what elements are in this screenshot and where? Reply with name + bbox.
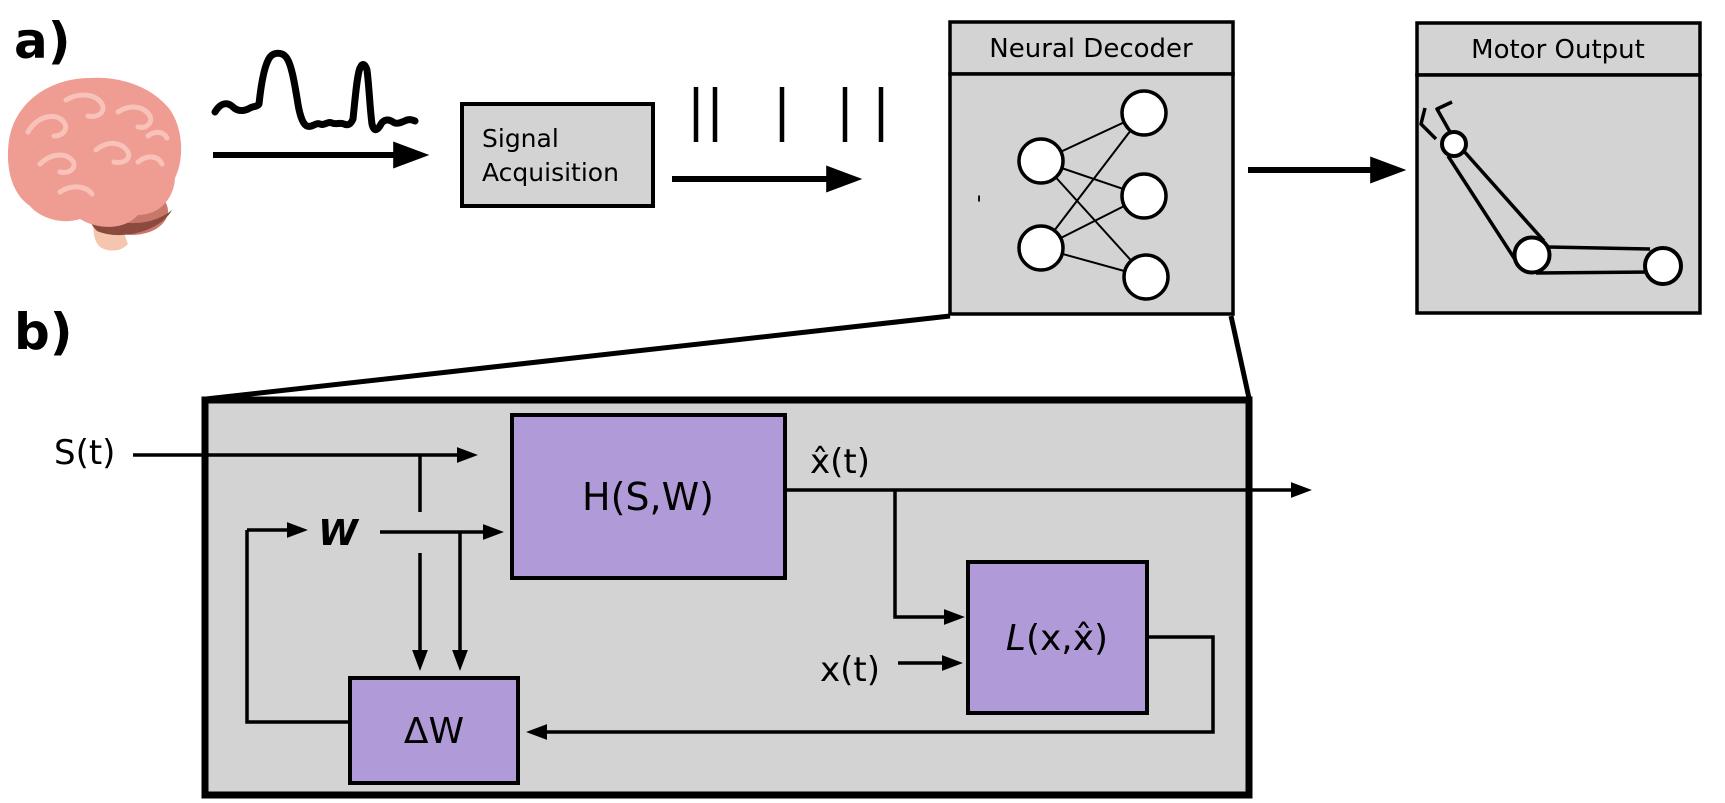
panel-b: b) S(t) W H(S,W) x̂(t) x(t) L(x,x̂) (14, 303, 1312, 799)
robotic-arm-joints (1440, 130, 1683, 286)
neural-input-label: S(t) (54, 433, 115, 473)
weight-update-label: ΔW (404, 711, 464, 752)
decoder-function-label: H(S,W) (582, 475, 714, 519)
ground-truth-label: x(t) (820, 650, 880, 690)
weights-label: W (318, 513, 360, 554)
neural-decoder-body (948, 72, 1235, 316)
loss-block (966, 560, 1149, 715)
neural-signal-waveform (211, 49, 419, 134)
panel-a-label: a) (14, 12, 71, 70)
motor-output-title: Motor Output (1471, 35, 1645, 65)
robotic-arm-icon (1419, 100, 1683, 286)
expansion-line-right (1228, 315, 1252, 399)
brain-gyri-lines (25, 92, 170, 197)
signal-acquisition-box (460, 102, 655, 208)
brain-icon (7, 77, 182, 251)
signal-acquisition-label-line1: Signal (482, 124, 559, 153)
robotic-arm-links (1419, 100, 1657, 275)
signal-acquisition-label-line2: Acquisition (482, 158, 619, 187)
stray-mark: ' (976, 193, 982, 218)
panel-a: a) Signal Acquisition (7, 12, 1702, 316)
motor-output-title-bar (1415, 21, 1702, 77)
decoder-function-block (510, 413, 787, 580)
weight-update-block (348, 676, 520, 785)
panel-b-label: b) (14, 303, 73, 361)
expansion-line-left (205, 313, 951, 402)
spike-train-icon (693, 87, 884, 142)
neural-network-icon: ' (976, 89, 1170, 301)
arrow-loss-to-deltaW (526, 635, 1215, 740)
decoded-output-label: x̂(t) (810, 442, 870, 482)
loss-label-italic: L (1006, 618, 1026, 659)
loss-label: L(x,x̂) (1006, 618, 1108, 659)
weight-feedback-path (245, 530, 352, 724)
neural-network-nodes (1017, 89, 1170, 301)
neural-decoder-title: Neural Decoder (989, 34, 1193, 64)
loss-label-args: (x,x̂) (1026, 618, 1108, 659)
arrow-output-branch-to-loss (893, 490, 965, 625)
